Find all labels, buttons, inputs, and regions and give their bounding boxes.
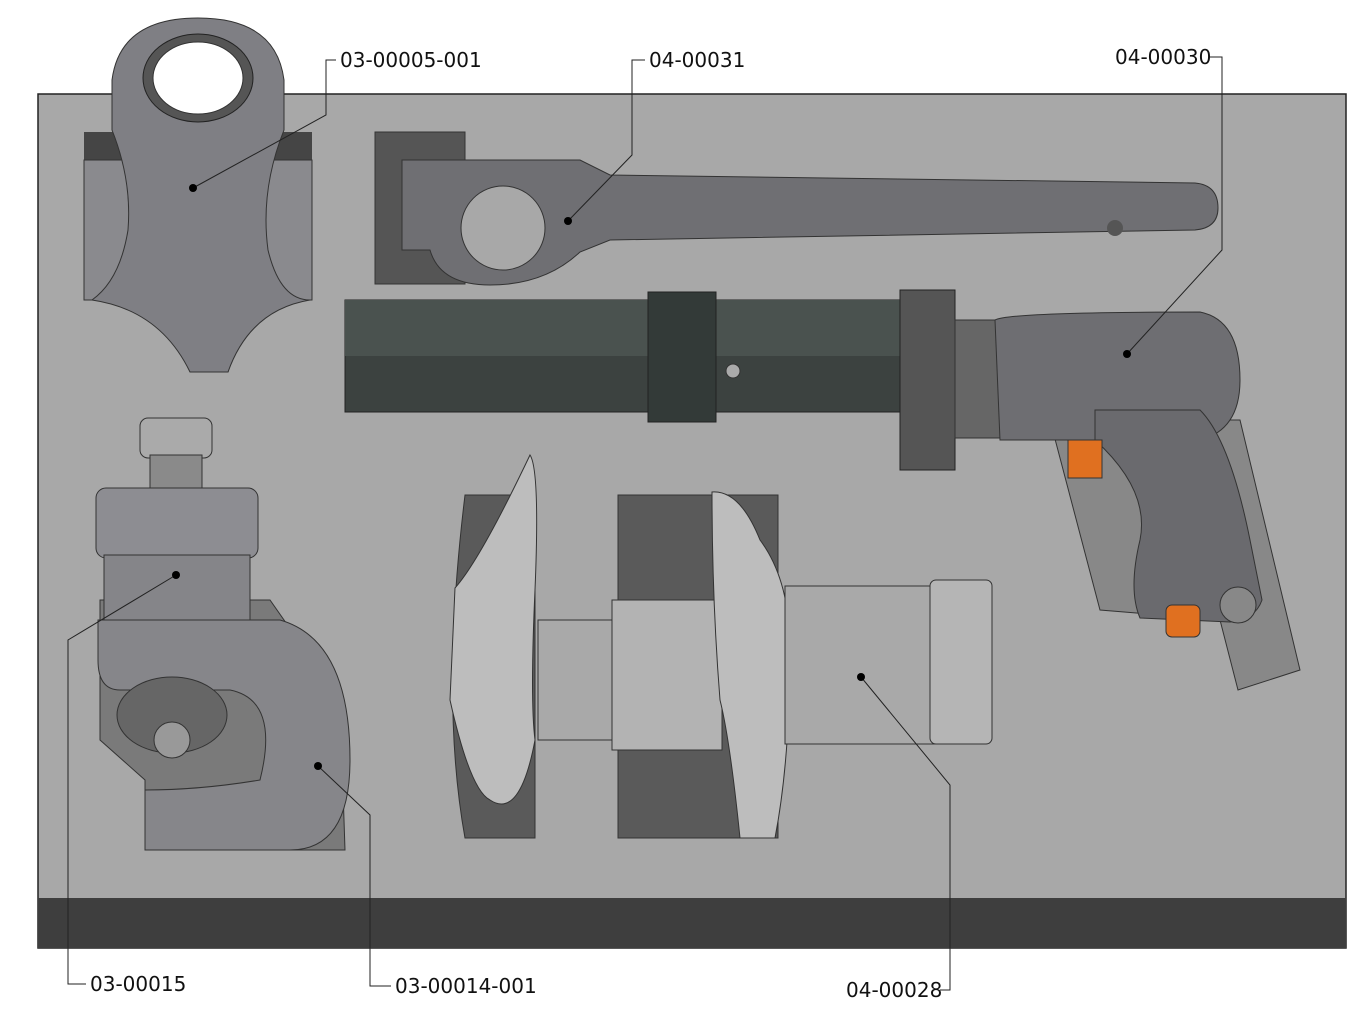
part-04-00030 bbox=[344, 289, 1301, 691]
callout-label: 03-00005-001 bbox=[340, 48, 482, 72]
trigger bbox=[1067, 439, 1103, 479]
callout-label: 03-00014-001 bbox=[395, 974, 537, 998]
part-03-00005-001 bbox=[83, 17, 313, 373]
callout-label: 04-00031 bbox=[649, 48, 746, 72]
air-fitting bbox=[1165, 604, 1201, 638]
leader-dots bbox=[172, 184, 1131, 770]
callout-label: 04-00028 bbox=[846, 978, 943, 1002]
callout-label: 03-00015 bbox=[90, 972, 187, 996]
part-04-00031 bbox=[374, 131, 1219, 286]
callout-label: 04-00030 bbox=[1115, 45, 1212, 69]
leader-lines bbox=[67, 56, 1223, 991]
part-03-00015 bbox=[95, 417, 351, 851]
part-04-00028 bbox=[449, 453, 993, 839]
tray-bottom-edge bbox=[38, 898, 1346, 948]
